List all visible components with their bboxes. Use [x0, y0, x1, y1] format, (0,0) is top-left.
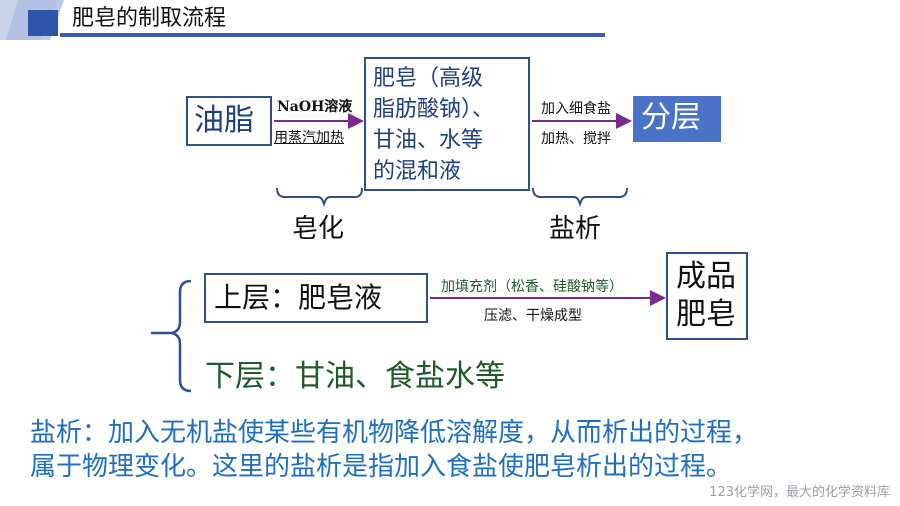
saponification-label: 皂化	[292, 214, 345, 244]
condition-label: 用蒸汽加热	[274, 130, 344, 146]
page-title: 肥皂的制取流程	[72, 6, 227, 31]
product-line-3: 甘油、水等	[373, 128, 484, 153]
press-dry-label: 压滤、干燥成型	[484, 308, 582, 324]
filler-label: 加填充剂（松香、硅酸钠等）	[441, 279, 623, 295]
note-line-2: 属于物理变化。这里的盐析是指加入食盐使肥皂析出的过程。	[30, 452, 733, 482]
note-line-1: 盐析：加入无机盐使某些有机物降低溶解度，从而析出的过程，	[30, 418, 759, 448]
header-decoration	[0, 0, 605, 40]
lower-layer-label: 下层：甘油、食盐水等	[205, 359, 505, 394]
salt-addition-label: 加入细食盐	[541, 101, 611, 117]
salting-out-note: 盐析：加入无机盐使某些有机物降低溶解度，从而析出的过程， 属于物理变化。这里的盐…	[30, 416, 880, 484]
finished-soap-box: 成品 肥皂	[666, 252, 748, 340]
upper-layer-box: 上层：肥皂液	[204, 273, 428, 323]
finished-line-1: 成品	[676, 259, 736, 294]
product-line-1: 肥皂（高级	[373, 66, 484, 91]
footer-watermark: 123化学网，最大的化学资料库	[709, 485, 890, 500]
result-label: 分层	[641, 100, 701, 135]
product-line-4: 的混和液	[373, 159, 462, 184]
salting-out-label: 盐析	[549, 214, 602, 244]
input-box-oil: 油脂	[186, 96, 272, 146]
result-box-layering: 分层	[633, 96, 721, 142]
product-line-2: 脂肪酸钠）、	[373, 97, 495, 122]
upper-layer-label: 上层：肥皂液	[214, 281, 383, 314]
finished-line-2: 肥皂	[676, 297, 736, 332]
input-label: 油脂	[194, 103, 254, 138]
product-box-mixture: 肥皂（高级 脂肪酸钠）、 甘油、水等 的混和液	[364, 57, 530, 191]
reagent-label: NaOH溶液	[277, 99, 353, 115]
heat-stir-label: 加热、搅拌	[541, 131, 611, 147]
